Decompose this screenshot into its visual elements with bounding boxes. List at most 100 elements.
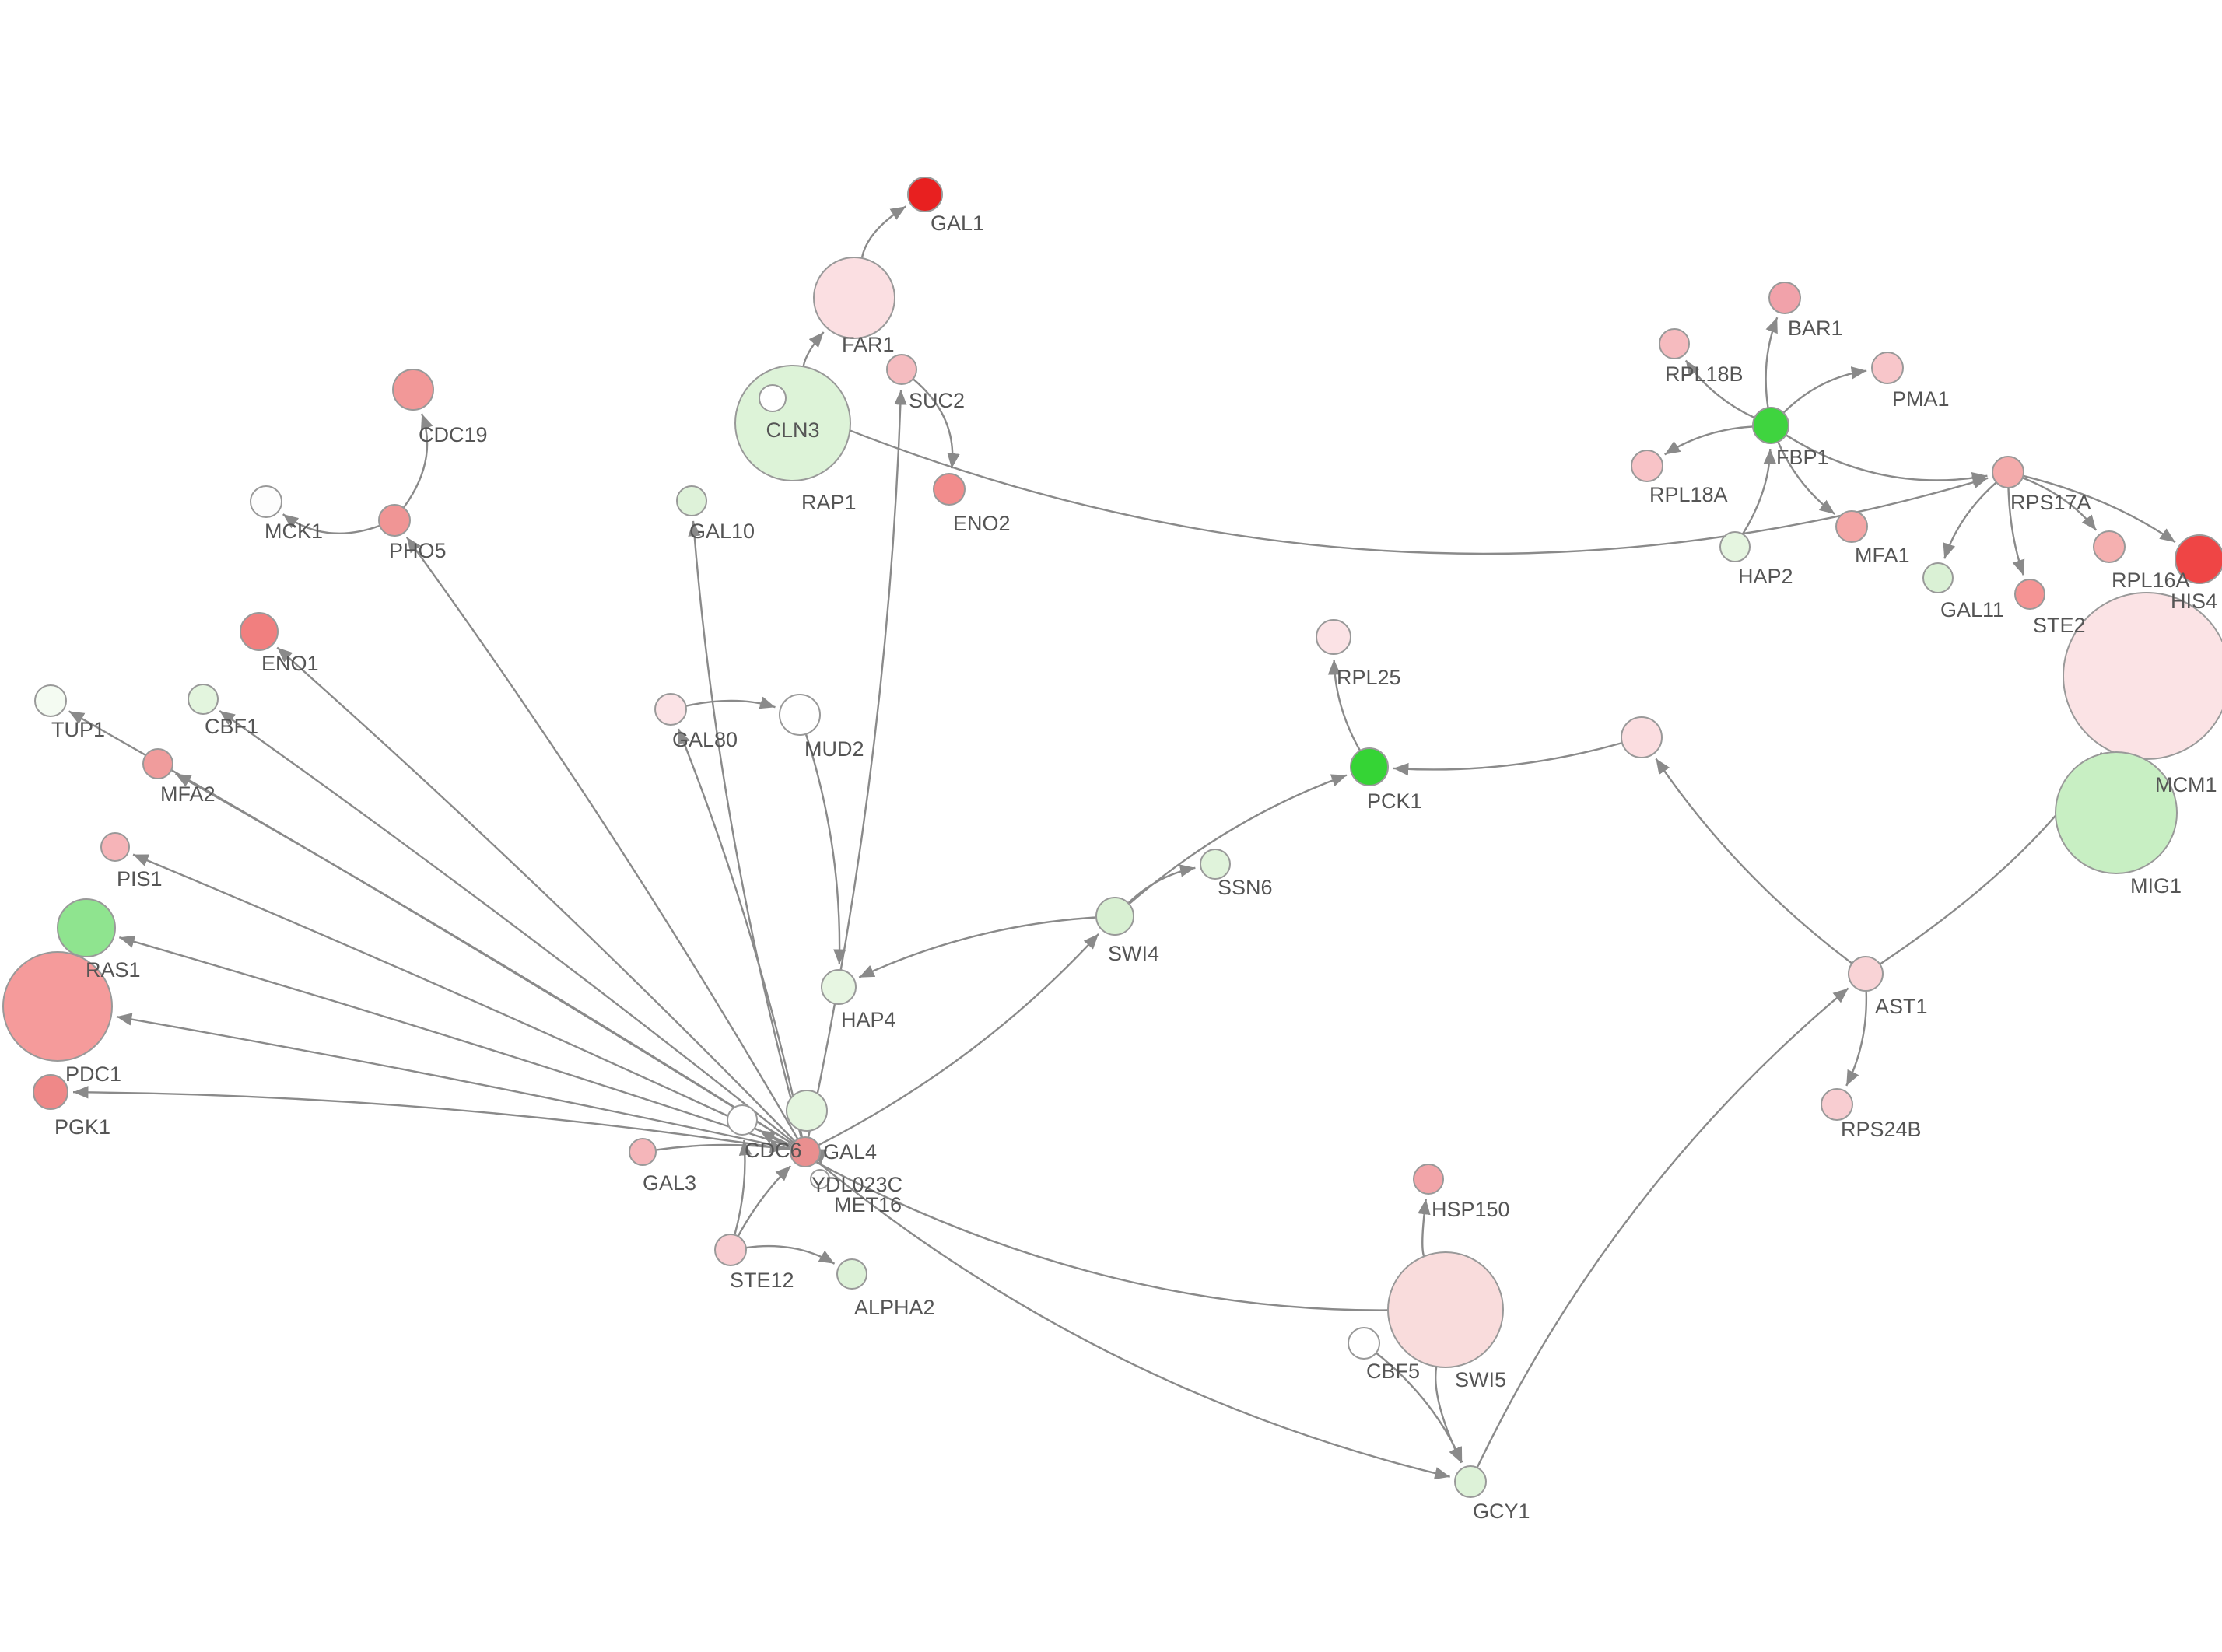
node-ssn6[interactable] — [1200, 849, 1231, 880]
edge-gcy1-ast1 — [1476, 987, 1849, 1468]
label-eno1: ENO1 — [261, 652, 319, 675]
node-gal10[interactable] — [676, 485, 707, 516]
node-gal4[interactable] — [790, 1136, 821, 1167]
label-rps17a: RPS17A — [2010, 491, 2091, 514]
node-bar1[interactable] — [1768, 282, 1801, 314]
edge-mud2-hap4 — [804, 733, 846, 965]
label-bar1: BAR1 — [1788, 317, 1843, 340]
node-mfa2[interactable] — [142, 748, 173, 779]
label-gal80: GAL80 — [672, 728, 738, 751]
node-rpl18b[interactable] — [1659, 328, 1690, 359]
label-cln3: CLN3 — [766, 418, 819, 442]
node-gal1[interactable] — [907, 177, 943, 212]
node-ste12[interactable] — [714, 1234, 747, 1266]
label-rpl18b: RPL18B — [1665, 362, 1744, 386]
node-hap2[interactable] — [1719, 531, 1751, 562]
node-ydl023c[interactable] — [786, 1090, 828, 1132]
node-node1[interactable] — [1621, 716, 1663, 758]
node-pho5[interactable] — [378, 504, 411, 537]
node-fbp1[interactable] — [1752, 407, 1789, 444]
edge-gal4-swi4 — [818, 933, 1099, 1146]
edge-fbp1-rpl18a — [1664, 425, 1754, 456]
node-swi4[interactable] — [1095, 897, 1134, 936]
node-ste2[interactable] — [2014, 579, 2045, 610]
node-rpl18a[interactable] — [1631, 450, 1663, 482]
label-mfa1: MFA1 — [1855, 544, 1910, 567]
node-rps17a[interactable] — [1992, 456, 2024, 488]
node-rpl25[interactable] — [1316, 619, 1351, 655]
label-mcm1: MCM1 — [2155, 773, 2217, 796]
edge-fbp1-pma1 — [1782, 366, 1867, 414]
edge-gal4-eno1 — [276, 646, 796, 1143]
node-rap1[interactable] — [759, 384, 787, 412]
node-his4[interactable] — [2175, 534, 2222, 584]
edge-rps17a-ste2 — [2007, 487, 2025, 576]
node-rpl16a[interactable] — [2093, 530, 2126, 563]
edge-rps17a-gal11 — [1943, 481, 1997, 559]
label-ssn6: SSN6 — [1218, 876, 1273, 899]
label-swi4: SWI4 — [1108, 942, 1159, 965]
node-pma1[interactable] — [1871, 352, 1904, 384]
node-mig1[interactable] — [2055, 751, 2178, 874]
node-far1[interactable] — [813, 257, 895, 339]
label-pdc1: PDC1 — [65, 1062, 121, 1086]
label-eno2: ENO2 — [953, 512, 1011, 535]
edge-gal4-pgk1 — [72, 1086, 791, 1151]
node-hsp150[interactable] — [1413, 1164, 1444, 1195]
node-gal11[interactable] — [1922, 562, 1954, 593]
node-mcm1[interactable] — [2063, 592, 2222, 760]
node-rps24b[interactable] — [1821, 1088, 1853, 1121]
label-cdc19: CDC19 — [419, 423, 488, 446]
label-mig1: MIG1 — [2130, 874, 2182, 898]
node-mck1[interactable] — [250, 485, 282, 518]
label-rap1: RAP1 — [801, 491, 857, 514]
node-eno2[interactable] — [933, 473, 966, 506]
node-ast1[interactable] — [1848, 956, 1884, 992]
label-gal4: GAL4 — [823, 1140, 877, 1164]
node-tup1[interactable] — [34, 684, 67, 717]
node-gal3[interactable] — [629, 1138, 657, 1166]
label-ras1: RAS1 — [86, 958, 141, 982]
edge-suc2-eno2 — [912, 378, 960, 469]
edge-gal4-ras1 — [118, 935, 792, 1149]
node-gal80[interactable] — [654, 693, 687, 726]
label-met16: MET16 — [834, 1193, 902, 1216]
node-pis1[interactable] — [100, 832, 130, 862]
edge-gal4-pis1 — [132, 853, 793, 1147]
node-suc2[interactable] — [886, 354, 917, 385]
label-gal3: GAL3 — [643, 1171, 696, 1195]
label-alpha2: ALPHA2 — [854, 1296, 935, 1319]
edge-gal4-gal80 — [677, 728, 804, 1138]
edge-ast1-node1 — [1655, 758, 1853, 964]
node-cdc6[interactable] — [727, 1104, 758, 1136]
edge-fbp1-rps17a — [1785, 434, 1988, 485]
node-cbf1[interactable] — [188, 684, 219, 715]
edge-ste12-alpha2 — [745, 1244, 836, 1265]
labels-layer: GAL1FAR1SUC2CLN3RAP1ENO2GAL10CDC19MCK1PH… — [51, 212, 2217, 1523]
node-swi5[interactable] — [1387, 1251, 1504, 1368]
node-cdc19[interactable] — [392, 369, 434, 411]
node-gcy1[interactable] — [1454, 1465, 1487, 1498]
node-ras1[interactable] — [57, 898, 116, 957]
node-pck1[interactable] — [1350, 747, 1389, 786]
node-met16[interactable] — [810, 1169, 830, 1189]
edge-rap1-rps17a — [784, 402, 1989, 555]
node-mud2[interactable] — [779, 694, 821, 736]
node-cbf5[interactable] — [1348, 1327, 1380, 1360]
label-rpl16a: RPL16A — [2112, 569, 2190, 592]
label-gal10: GAL10 — [689, 520, 755, 543]
node-pgk1[interactable] — [33, 1074, 68, 1110]
edge-gal3-gal4 — [655, 1140, 786, 1153]
node-eno1[interactable] — [240, 612, 279, 651]
node-pdc1[interactable] — [2, 951, 113, 1062]
label-ste12: STE12 — [730, 1269, 794, 1292]
label-cbf5: CBF5 — [1366, 1360, 1420, 1383]
nodes-layer — [2, 177, 2222, 1498]
label-far1: FAR1 — [842, 333, 895, 356]
node-alpha2[interactable] — [836, 1258, 867, 1290]
node-hap4[interactable] — [821, 969, 857, 1005]
label-rpl18a: RPL18A — [1649, 483, 1728, 506]
edge-swi4-hap4 — [858, 916, 1097, 978]
node-mfa1[interactable] — [1835, 510, 1868, 543]
